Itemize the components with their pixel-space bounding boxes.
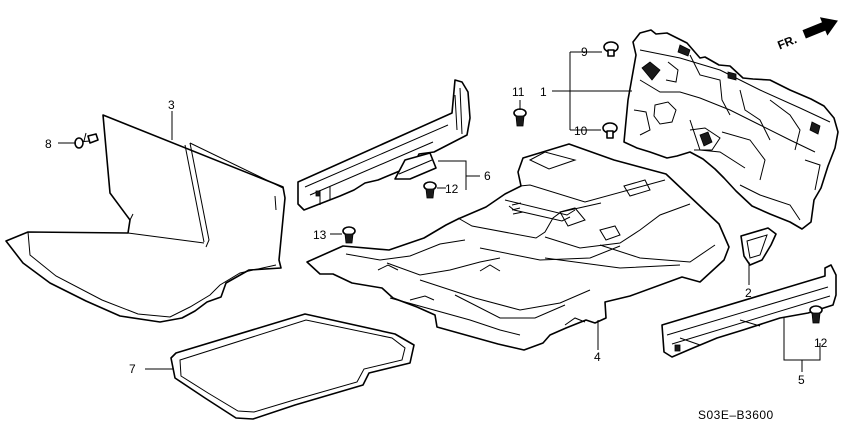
- clip-13: [342, 226, 356, 244]
- part-7-floor-mat: [170, 313, 415, 420]
- clip-11: [513, 108, 527, 127]
- fr-label: FR.: [775, 32, 798, 52]
- callout-13: 13: [313, 228, 327, 242]
- callout-8: 8: [45, 137, 52, 151]
- callout-7: 7: [129, 362, 136, 376]
- part-2-pad: [740, 227, 777, 266]
- front-arrow-icon: [802, 17, 838, 39]
- callout-6: 6: [484, 169, 491, 183]
- clip-10: [602, 122, 618, 139]
- part-3-trunk-lining: [5, 114, 286, 323]
- clip-8: [74, 132, 99, 149]
- clip-9: [603, 41, 619, 57]
- callout-3: 3: [168, 98, 175, 112]
- part-4-floor-carpet: [306, 143, 730, 351]
- callout-12-right: 12: [814, 336, 828, 350]
- callout-10: 10: [574, 124, 588, 138]
- drawing-code: S03E–B3600: [698, 408, 774, 422]
- callout-12-left: 12: [445, 182, 459, 196]
- callout-9: 9: [581, 45, 588, 59]
- callout-2: 2: [745, 286, 752, 300]
- callout-4: 4: [594, 350, 601, 364]
- leader-lines: [58, 51, 821, 372]
- part-6-left-sill-trim: [297, 79, 471, 211]
- callout-5: 5: [798, 373, 805, 387]
- callout-11: 11: [512, 85, 525, 99]
- part-1-dash-insulator: [623, 29, 839, 230]
- callout-1: 1: [540, 85, 547, 99]
- front-direction-indicator: FR.: [775, 17, 838, 52]
- clip-12-left: [423, 181, 437, 199]
- clip-12-right: [809, 305, 823, 324]
- part-5-right-sill-trim: [661, 264, 837, 358]
